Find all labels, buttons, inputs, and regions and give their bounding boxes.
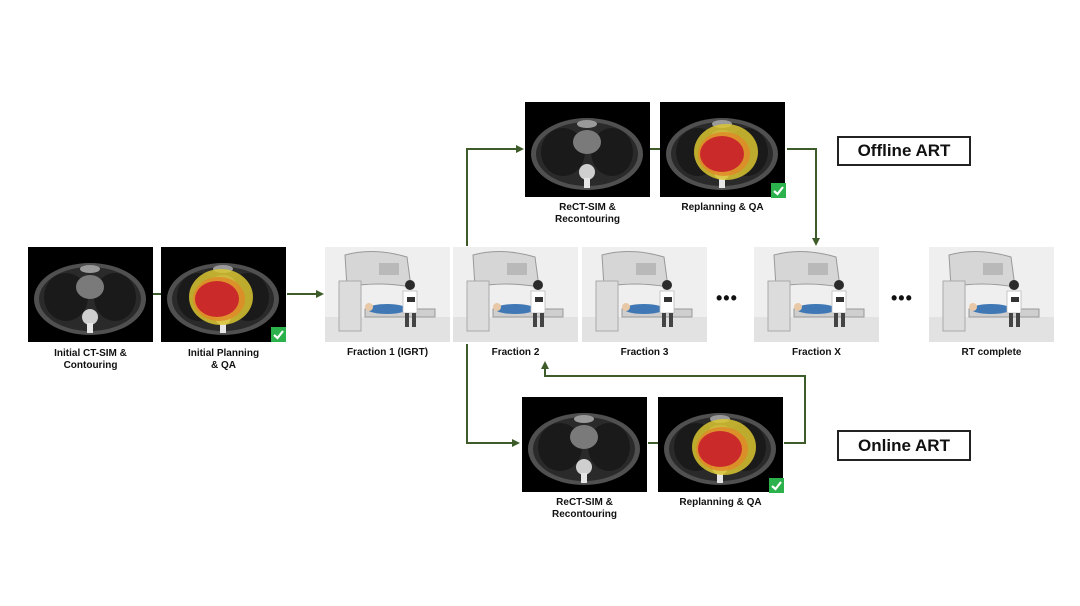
offline-replan-image [660,102,785,197]
arrow-to-offline-resim [466,145,524,246]
ellipsis: ••• [716,288,738,308]
fraction-3-image [581,246,708,343]
fraction-x-image [753,246,880,343]
fraction-2-image [452,246,579,343]
online-replan-image [658,397,783,492]
online-art-title: Online ART [837,430,971,461]
online-resim-label: ReCT-SIM & Recontouring [552,497,617,520]
initial-ct-sim-image [28,247,153,342]
rt-complete-label: RT complete [961,347,1022,358]
fraction-3-label: Fraction 3 [620,347,669,358]
initial-planning-image [161,247,286,342]
rt-complete-image [928,246,1055,343]
arrow-offline-to-fractionx [787,148,820,246]
check-icon [269,325,288,344]
fraction-1-label: Fraction 1 (IGRT) [346,347,429,358]
ellipsis: ••• [891,288,913,308]
online-replan-label: Replanning & QA [679,497,762,508]
offline-resim-image [525,102,650,197]
check-icon [769,181,788,200]
fraction-1-image [324,246,451,343]
fraction-2-label: Fraction 2 [491,347,540,358]
offline-replan-label: Replanning & QA [681,202,764,213]
initial-ct-sim-label: Initial CT-SIM & Contouring [54,348,127,371]
arrow-online-to-fraction2 [541,361,806,444]
online-resim-image [522,397,647,492]
check-icon [767,476,786,495]
arrow-to-online-resim [466,344,520,447]
offline-art-title: Offline ART [837,136,971,166]
initial-planning-label: Initial Planning & QA [187,348,260,371]
fraction-x-label: Fraction X [792,347,841,358]
offline-resim-label: ReCT-SIM & Recontouring [555,202,620,225]
